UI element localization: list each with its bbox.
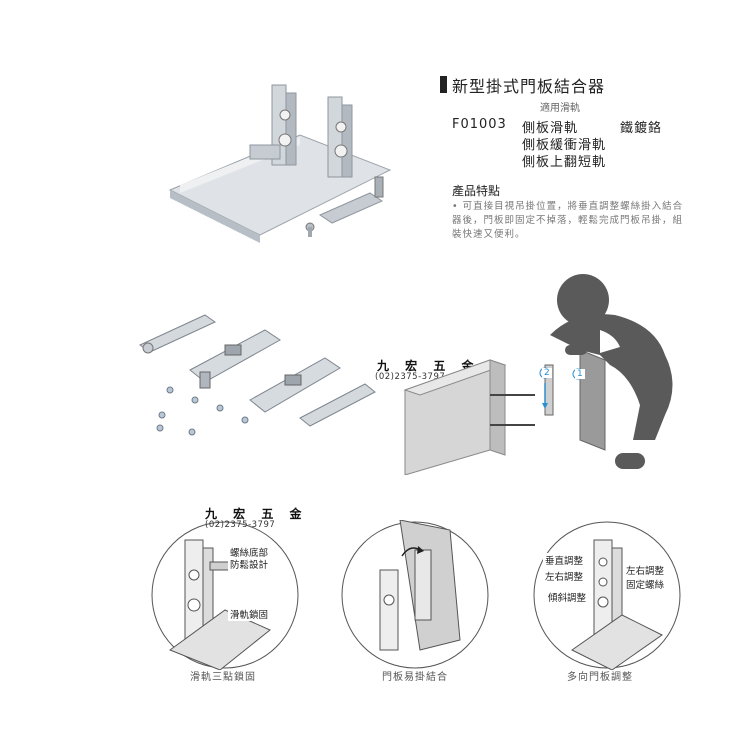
callout-anti-loose: 防鬆設計 [228, 557, 271, 571]
title-marker [440, 76, 447, 93]
caption-rail-three-point: 滑軌三點鎖固 [190, 672, 256, 683]
callout-left-right-adjust-2: 左右調整 [624, 563, 667, 577]
watermark-brand-2: 九 宏 五 金 [205, 507, 308, 521]
step-2-marker: 2 [542, 368, 552, 378]
features-text: • 可直接目視吊掛位置，將垂直調整螺絲掛入結合器後，門板即固定不掉落，輕鬆完成門… [452, 201, 684, 240]
detail-circle-1 [151, 521, 299, 670]
callout-left-right-adjust: 左右調整 [543, 569, 586, 583]
applicable-rails-label: 適用滑軌 [540, 103, 580, 114]
callout-rail-lock: 滑軌鎖固 [228, 607, 271, 621]
callout-fixing-screw: 固定螺絲 [624, 577, 667, 591]
product-photo [168, 84, 392, 243]
caption-multi-direction-adjust: 多向門板調整 [567, 672, 633, 683]
watermark-phone-1: (02)2375-3797 [375, 372, 446, 382]
watermark-brand-1: 九 宏 五 金 [377, 359, 480, 373]
callout-vertical-adjust: 垂直調整 [543, 553, 586, 567]
watermark-phone-2: (02)2375-3797 [205, 520, 276, 530]
rail-type-2: 側板緩衝滑軌 [522, 138, 607, 153]
features-title: 產品特點 [452, 184, 501, 198]
installation-illustration [403, 274, 673, 475]
callout-screw-base: 螺絲底部 [228, 545, 271, 559]
parts-illustration [139, 314, 376, 436]
rail-type-1: 側板滑軌 [522, 121, 579, 136]
product-title: 新型掛式門板結合器 [452, 77, 606, 96]
finish-material: 鐵鍍鉻 [620, 121, 663, 136]
detail-circle-2 [341, 520, 489, 669]
caption-door-easy-hang: 門板易掛結合 [382, 672, 448, 683]
step-1-marker: 1 [575, 369, 585, 379]
model-number: F01003 [452, 117, 507, 132]
rail-type-3: 側板上翻短軌 [522, 155, 607, 170]
callout-tilt-adjust: 傾斜調整 [546, 590, 589, 604]
